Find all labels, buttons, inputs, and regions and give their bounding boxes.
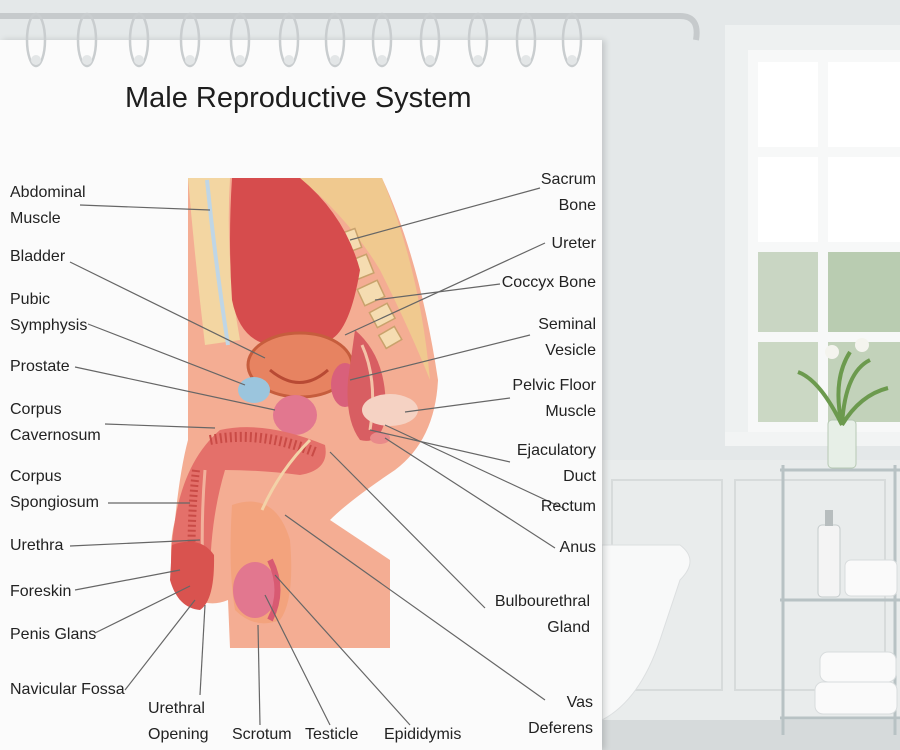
label-ureter: Ureter — [551, 235, 596, 252]
corpus-spongiosum — [187, 469, 200, 581]
vas-deferens — [260, 438, 312, 511]
label-epididymis: Epididymis — [384, 726, 462, 743]
prostate — [273, 395, 317, 435]
label-penis-glans: Penis Glans — [10, 626, 97, 643]
leader-lines — [69, 187, 566, 726]
label-coccyx-bone: Coccyx Bone — [501, 274, 596, 291]
label-scrotum: Scrotum — [232, 726, 292, 743]
abdominal-organs — [230, 178, 360, 345]
curtain-rings — [25, 12, 583, 68]
towel-stack — [844, 559, 898, 597]
pelvic-floor-muscle — [362, 394, 418, 426]
corpus-cavernosum — [209, 431, 317, 457]
soap-bottle — [817, 524, 841, 598]
anatomy-illustration — [170, 178, 438, 648]
label-navicular-fossa: Navicular Fossa — [10, 681, 125, 698]
diagram-title: Male Reproductive System — [125, 82, 472, 114]
label-urethra: Urethra — [10, 537, 64, 554]
epididymis — [267, 558, 281, 622]
label-bladder: Bladder — [10, 248, 66, 265]
bathtub — [601, 544, 691, 721]
label-anus: Anus — [559, 539, 596, 556]
anus — [370, 432, 390, 444]
abdominal-muscle — [188, 178, 240, 345]
foreskin — [170, 541, 215, 610]
label-foreskin: Foreskin — [10, 583, 72, 600]
plant — [797, 338, 889, 469]
label-testicle: Testicle — [305, 726, 359, 743]
label-prostate: Prostate — [10, 358, 70, 375]
label-rectum: Rectum — [540, 498, 596, 515]
testicle — [233, 562, 277, 618]
pubic-symphysis — [238, 377, 270, 403]
shower-rod — [0, 13, 700, 41]
window — [725, 25, 900, 446]
